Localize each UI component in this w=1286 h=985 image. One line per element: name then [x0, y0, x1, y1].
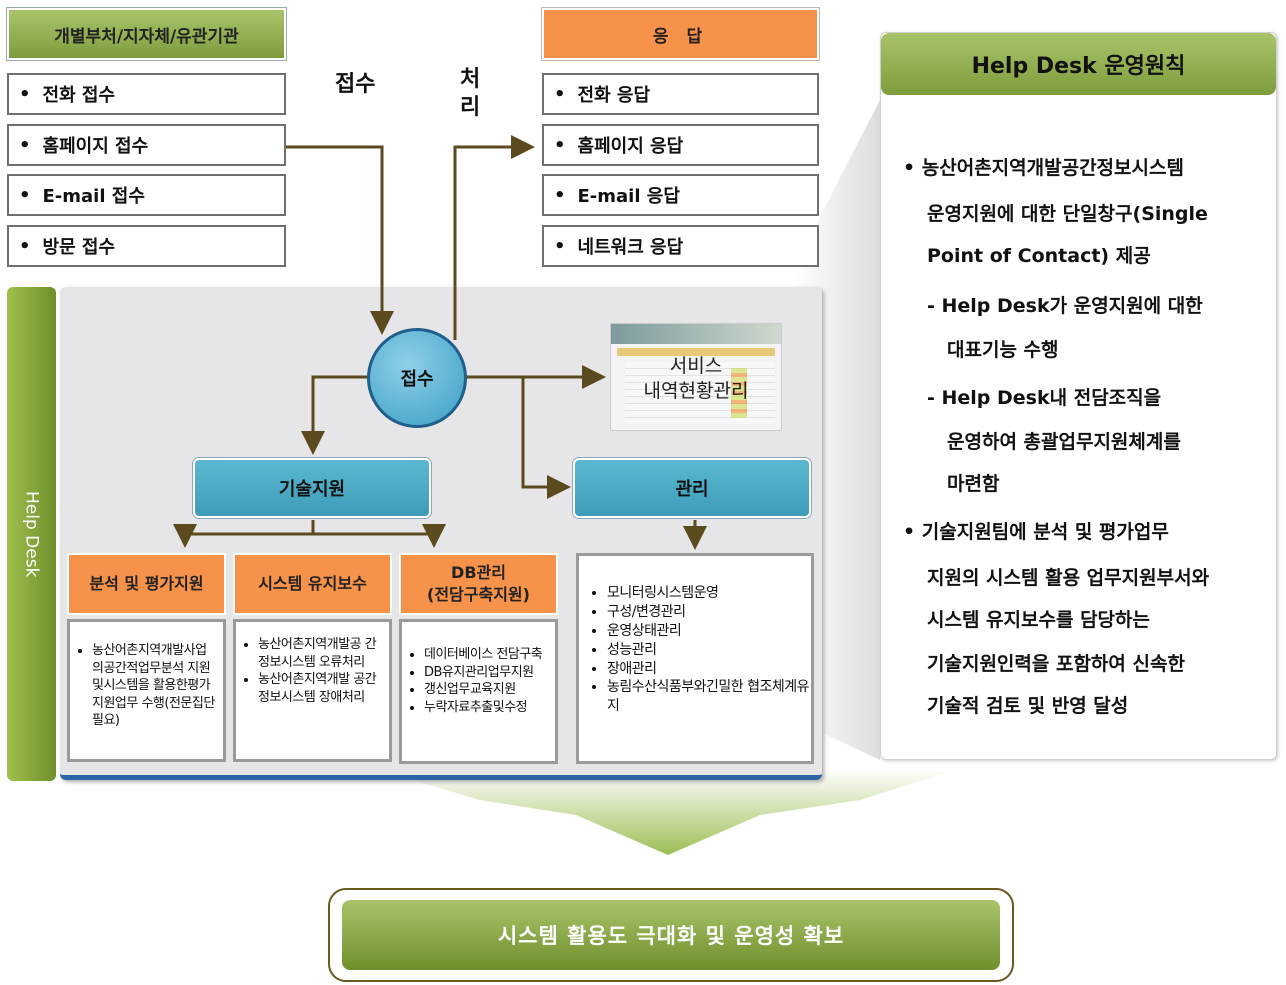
- detail-item: 농림수산식품부와긴밀한 협조체계유지: [607, 678, 811, 716]
- principle-line: 마련함: [947, 473, 1000, 495]
- response-header: 응 답: [542, 8, 819, 60]
- detail-item: 갱신업무교육지원: [424, 681, 549, 699]
- management-detail: 모니터링시스템운영 구성/변경관리 운영상태관리 성능관리 장애관리 농림수산식…: [576, 553, 814, 764]
- intake-item-email: •E-mail 접수: [7, 174, 286, 216]
- detail-item: 데이터베이스 전담구축: [424, 646, 549, 664]
- detail-item: 장애관리: [607, 660, 811, 679]
- intake-header: 개별부처/지자체/유관기관: [7, 8, 286, 60]
- db-management-detail: 데이터베이스 전담구축 DB유지관리업무지원 갱신업무교육지원 누락자료추출및수…: [399, 619, 558, 764]
- intake-item-visit: •방문 접수: [7, 225, 286, 267]
- principle-line: - Help Desk내 전담조직을: [927, 387, 1162, 409]
- response-item-phone: •전화 응답: [542, 73, 819, 115]
- intake-item-homepage: •홈페이지 접수: [7, 124, 286, 166]
- intake-item-label: 홈페이지 접수: [42, 136, 149, 157]
- intake-item-phone: •전화 접수: [7, 73, 286, 115]
- intake-to-circle-arrow: [286, 145, 394, 335]
- intake-circle: 접수: [367, 328, 467, 428]
- analysis-support-detail: 농산어촌지역개발사업 의공간적업무분석 지원및시스템을 활용한평가지원업무 수행…: [67, 619, 226, 762]
- receive-label: 접수: [335, 72, 376, 97]
- intake-item-label: E-mail 접수: [42, 186, 145, 207]
- principle-line: 지원의 시스템 활용 업무지원부서와: [927, 567, 1210, 589]
- detail-item: 성능관리: [607, 641, 811, 660]
- result-funnel-arrow: [380, 770, 955, 855]
- response-item-label: 네트워크 응답: [577, 237, 684, 258]
- principle-line: 운영하여 총괄업무지원체계를: [947, 431, 1181, 453]
- principle-line: • 농산어촌지역개발공간정보시스템: [903, 157, 1184, 179]
- principle-line: 기술적 검토 및 반영 달성: [927, 695, 1129, 717]
- helpdesk-side-bar: Help Desk: [7, 287, 56, 781]
- service-thumbnail-label: 서비스 내역현황관리: [643, 355, 749, 402]
- detail-item: 농산어촌지역개발공 간정보시스템 오류처리: [258, 636, 383, 671]
- response-item-label: 홈페이지 응답: [577, 136, 684, 157]
- result-box: 시스템 활용도 극대화 및 운영성 확보: [342, 900, 1000, 970]
- detail-item: 누락자료추출및수정: [424, 699, 549, 717]
- intake-item-label: 전화 접수: [42, 85, 116, 106]
- detail-item: 농산어촌지역개발사업 의공간적업무분석 지원및시스템을 활용한평가지원업무 수행…: [92, 642, 217, 730]
- management-box: 관리: [573, 458, 811, 518]
- response-item-email: •E-mail 응답: [542, 174, 819, 216]
- helpdesk-side-label: Help Desk: [21, 490, 42, 578]
- principle-line: 기술지원인력을 포함하여 신속한: [927, 653, 1185, 675]
- principles-title: Help Desk 운영원칙: [881, 33, 1276, 95]
- detail-item: 모니터링시스템운영: [607, 584, 811, 603]
- principle-line: Point of Contact) 제공: [927, 245, 1151, 267]
- response-item-label: E-mail 응답: [577, 186, 680, 207]
- detail-item: 구성/변경관리: [607, 603, 811, 622]
- response-item-homepage: •홈페이지 응답: [542, 124, 819, 166]
- analysis-support-header: 분석 및 평가지원: [67, 553, 226, 615]
- response-item-label: 전화 응답: [577, 85, 651, 106]
- maintenance-detail: 농산어촌지역개발공 간정보시스템 오류처리 농산어촌지역개발 공간정보시스템 장…: [233, 619, 392, 762]
- principle-line: • 기술지원팀에 분석 및 평가업무: [903, 521, 1169, 543]
- principle-line: - Help Desk가 운영지원에 대한: [927, 295, 1203, 317]
- tech-support-box: 기술지원: [193, 458, 431, 518]
- response-item-network: •네트워크 응답: [542, 225, 819, 267]
- process-label: 처 리: [460, 67, 481, 120]
- detail-item: 운영상태관리: [607, 622, 811, 641]
- detail-item: 농산어촌지역개발 공간정보시스템 장애처리: [258, 671, 383, 706]
- principle-line: 시스템 유지보수를 담당하는: [927, 609, 1150, 631]
- principle-line: 대표기능 수행: [947, 339, 1059, 361]
- result-frame: 시스템 활용도 극대화 및 운영성 확보: [328, 888, 1014, 982]
- principle-line: 운영지원에 대한 단일창구(Single: [927, 203, 1208, 225]
- db-management-header: DB관리 (전담구축지원): [399, 553, 558, 615]
- intake-item-label: 방문 접수: [42, 237, 116, 258]
- maintenance-header: 시스템 유지보수: [233, 553, 392, 615]
- service-thumbnail: 서비스 내역현황관리: [610, 323, 782, 431]
- principles-panel: Help Desk 운영원칙 • 농산어촌지역개발공간정보시스템 운영지원에 대…: [880, 32, 1277, 760]
- detail-item: DB유지관리업무지원: [424, 664, 549, 682]
- circle-to-response-arrow: [453, 135, 535, 340]
